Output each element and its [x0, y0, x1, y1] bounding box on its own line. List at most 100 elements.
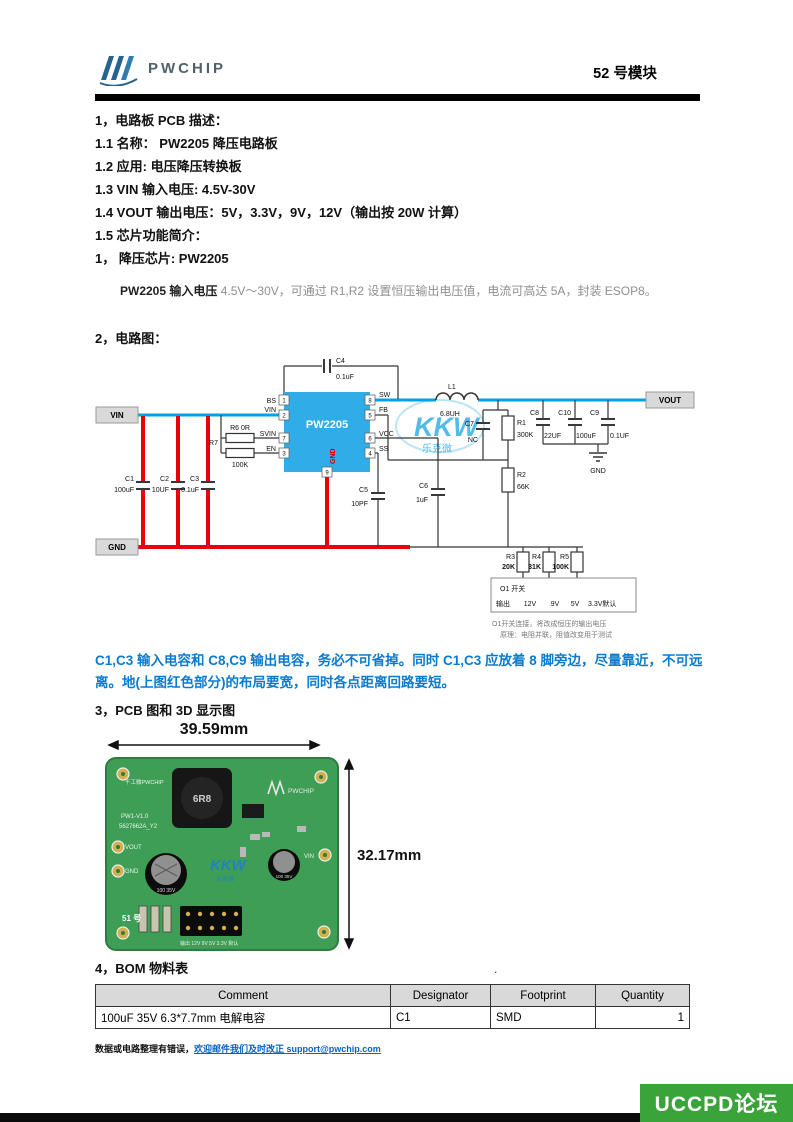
- section2-title: 2，电路图：: [95, 331, 168, 346]
- silk-output-row: 输出 12V 9V 5V 3.3V 默认: [180, 940, 238, 947]
- pcb-inductor: 6R8: [172, 768, 232, 828]
- vout-terminal: VOUT: [659, 396, 681, 405]
- bom-cell-quantity: 1: [595, 1006, 690, 1029]
- switch-12v: 12V: [524, 601, 537, 608]
- label-c7-value: NC: [468, 437, 478, 444]
- svg-text:BS: BS: [267, 398, 277, 405]
- label-l1-value: 6.8UH: [440, 411, 460, 418]
- bom-header-footprint: Footprint: [490, 984, 596, 1007]
- pcb-silkscreen: 千工微PWCHIP PW1-V1.0 5627662A_Y2 VOUT GND …: [119, 778, 314, 947]
- gnd-terminal: GND: [108, 543, 126, 552]
- label-c4-value: 0.1uF: [336, 374, 354, 381]
- header-rule: [95, 94, 700, 101]
- bom-header-designator: Designator: [390, 984, 491, 1007]
- label-c6: C6: [419, 483, 428, 490]
- inductor-symbol: [435, 392, 479, 401]
- label-r5-value: 100K: [552, 564, 569, 571]
- label-c5: C5: [359, 487, 368, 494]
- spec-line-chip: 1， 降压芯片: PW2205: [95, 251, 229, 266]
- label-c2-value: 10UF: [152, 487, 169, 494]
- label-r2: R2: [517, 472, 526, 479]
- label-c6-value: 1uF: [416, 497, 428, 504]
- svg-text:9: 9: [325, 471, 329, 477]
- svg-text:4: 4: [368, 452, 372, 458]
- bom-cell-designator: C1: [390, 1006, 491, 1029]
- switch-note-1: O1开关连接，将改成恒压的输出电压: [492, 619, 606, 628]
- kkw-watermark-text: KKW: [414, 412, 481, 442]
- cap-small-marking: 100 35V: [276, 874, 293, 879]
- label-r7-value: 100K: [232, 462, 249, 469]
- svg-text:SS: SS: [379, 446, 389, 453]
- label-l1: L1: [448, 384, 456, 391]
- bom-header-comment: Comment: [95, 984, 391, 1007]
- label-r5: R5: [560, 554, 569, 561]
- pcb-kkw-text: KKW: [210, 857, 248, 874]
- label-c4: C4: [336, 358, 345, 365]
- pcb-board: [105, 757, 339, 951]
- pcb-photo: 39.59mm 32.17mm: [105, 721, 421, 951]
- power-traces: [138, 398, 646, 417]
- bom-header-quantity: Quantity: [595, 984, 690, 1007]
- footer-note: 数据或电路整理有错误，欢迎邮件我们及时改正 support@pwchip.com: [95, 1042, 381, 1055]
- component-labels: C4 0.1uF L1 6.8UH C8 22UF C10 100uF C9 0…: [114, 358, 629, 571]
- logo-text: PWCHIP: [148, 59, 226, 77]
- switch-title: O1 开关: [500, 584, 525, 593]
- silk-vout: VOUT: [125, 845, 142, 851]
- signal-wires: [220, 365, 609, 578]
- forum-watermark: UCCPD论坛: [640, 1084, 793, 1122]
- label-r4-value: 31K: [528, 564, 541, 571]
- label-c8: C8: [530, 410, 539, 417]
- label-r2-value: 66K: [517, 484, 530, 491]
- chip-label: PW2205: [306, 419, 348, 431]
- pcb-logo-text: PWCHIP: [288, 788, 314, 795]
- footer-email-link[interactable]: 欢迎邮件我们及时改正 support@pwchip.com: [194, 1044, 381, 1054]
- kkw-watermark: KKW 乐克微: [395, 399, 485, 455]
- label-c7: C7: [465, 421, 474, 428]
- silk-brand: 千工微PWCHIP: [125, 778, 164, 786]
- label-c1: C1: [125, 476, 134, 483]
- label-c8-value: 22UF: [544, 433, 561, 440]
- cap-large-marking: 100 35V: [157, 888, 176, 894]
- bottom-bar: [0, 1113, 793, 1122]
- svg-text:VIN: VIN: [264, 407, 276, 414]
- svg-text:5: 5: [368, 414, 372, 420]
- section4-title: 4，BOM 物料表: [95, 961, 189, 976]
- resistor-symbols: [225, 415, 584, 573]
- switch-33v: 3.3V默认: [588, 599, 616, 608]
- ground-traces: [138, 416, 410, 549]
- svg-text:VCC: VCC: [379, 431, 394, 438]
- vin-terminal: VIN: [110, 411, 124, 420]
- pcb-logo: PWCHIP: [267, 779, 314, 797]
- stray-period: .: [494, 962, 498, 976]
- spec-line-features: 1.5 芯片功能简介：: [95, 228, 208, 243]
- chip-pins: [278, 394, 376, 478]
- bom-cell-comment: 100uF 35V 6.3*7.7mm 电解电容: [95, 1006, 391, 1029]
- chip-description-body: 4.5V～30V，可通过 R1,R2 设置恒压输出电压值，电流可高达 5A，封装…: [217, 284, 657, 298]
- silk-gnd: GND: [125, 869, 139, 875]
- pcb-kkw-watermark: KKW 乐克微: [210, 857, 248, 883]
- svg-text:3: 3: [282, 452, 286, 458]
- svg-text:8: 8: [368, 399, 372, 405]
- label-c3: C3: [190, 476, 199, 483]
- pcb-kkw-sub: 乐克微: [216, 875, 234, 883]
- label-c2: C2: [160, 476, 169, 483]
- pcb-height-dimension: 32.17mm: [357, 847, 421, 864]
- label-r3: R3: [506, 554, 515, 561]
- label-c10-value: 100uF: [576, 433, 596, 440]
- pcb-capacitor-large: 100 35V: [145, 853, 187, 895]
- pcb-resistor-strip: [138, 905, 172, 933]
- label-c9-value: 0.1UF: [610, 433, 629, 440]
- kkw-watermark-sub: 乐克微: [422, 442, 452, 455]
- svg-text:SW: SW: [379, 392, 391, 399]
- chip-description-lead: PW2205 输入电压: [120, 284, 218, 298]
- pin-names: BS VIN SVIN EN SW FB VCC SS: [260, 392, 394, 453]
- chip-gnd-label: GND: [330, 448, 337, 464]
- pin-numbers: 1 2 7 3 8 5 6 4 9: [282, 399, 372, 477]
- svg-text:SVIN: SVIN: [260, 431, 276, 438]
- bom-table: Comment Designator Footprint Quantity 10…: [95, 984, 690, 1029]
- pcb-logo-icon: [267, 779, 285, 797]
- output-switch-block: O1 开关 输出 12V 9V 5V 3.3V默认 O1开关连接，将改成恒压的输…: [490, 577, 637, 639]
- pw2205-chip: [284, 392, 370, 472]
- label-r4: R4: [532, 554, 541, 561]
